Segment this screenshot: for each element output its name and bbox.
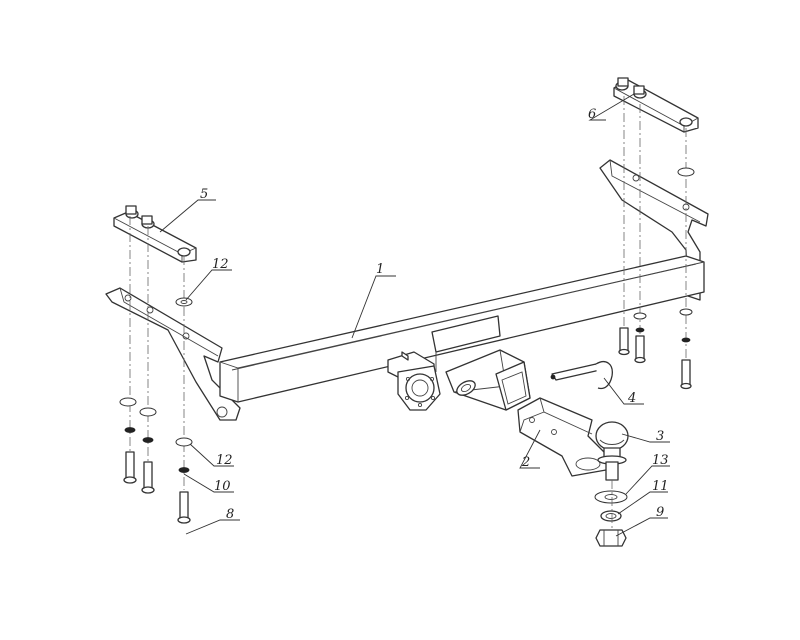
callout-3: 3 bbox=[656, 429, 664, 444]
callout-labels: 1 2 3 4 5 6 8 9 10 11 12 12 13 bbox=[200, 107, 669, 522]
hitch-pin bbox=[550, 361, 613, 390]
callout-12-lower: 12 bbox=[216, 453, 233, 468]
left-mounting-bracket bbox=[105, 287, 241, 421]
assembly-axes bbox=[129, 96, 687, 530]
callout-1: 1 bbox=[376, 262, 384, 277]
callout-11: 11 bbox=[652, 479, 669, 494]
callout-4: 4 bbox=[627, 391, 636, 406]
left-clamp-plate bbox=[113, 205, 197, 263]
right-fasteners bbox=[618, 167, 695, 390]
callout-10: 10 bbox=[214, 479, 231, 494]
callout-12-upper: 12 bbox=[212, 257, 229, 272]
callout-13: 13 bbox=[652, 453, 669, 468]
ball-mount-drawbar bbox=[517, 397, 611, 477]
left-fasteners bbox=[119, 297, 193, 524]
socket-bracket bbox=[387, 351, 441, 411]
crossbeam bbox=[219, 255, 705, 403]
callout-2: 2 bbox=[521, 455, 530, 470]
tow-ball bbox=[595, 421, 629, 481]
receiver-tube bbox=[445, 349, 531, 411]
leader-lines bbox=[159, 93, 670, 537]
callout-9: 9 bbox=[656, 505, 664, 520]
ball-hardware bbox=[594, 490, 628, 547]
right-clamp-plate bbox=[613, 77, 699, 133]
callout-5: 5 bbox=[200, 187, 208, 202]
callout-6: 6 bbox=[588, 107, 596, 122]
callout-8: 8 bbox=[226, 507, 234, 522]
